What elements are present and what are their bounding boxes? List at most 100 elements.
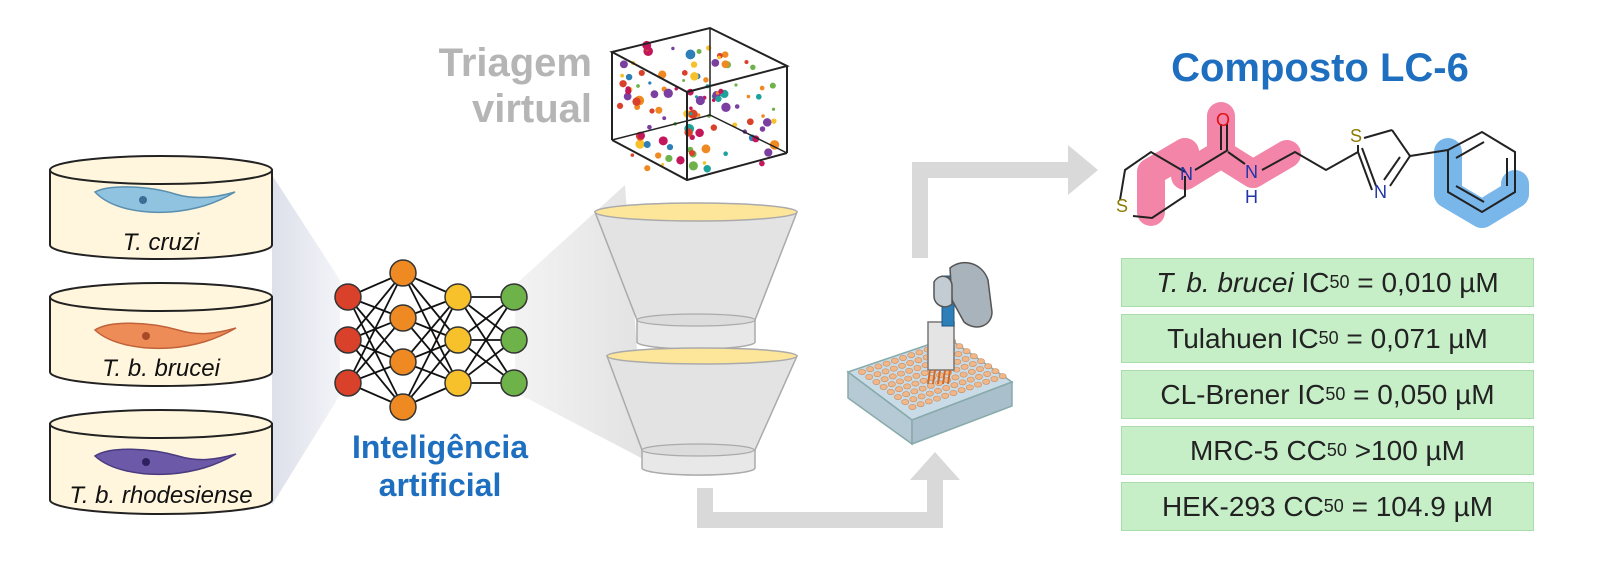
- plate-well: [911, 380, 920, 387]
- result-prefix: HEK-293: [1161, 490, 1276, 522]
- result-value: = 104.9 µM: [1343, 490, 1494, 522]
- plate-well: [942, 385, 951, 391]
- plate-well: [983, 371, 992, 377]
- molecule-dot: [755, 93, 762, 100]
- molecule-dot: [746, 118, 754, 126]
- result-subscript: 50: [1323, 496, 1344, 516]
- molecule-dot: [759, 126, 766, 132]
- plate-well: [914, 357, 923, 364]
- plate-well: [917, 393, 926, 400]
- arrow-to-compound: [912, 145, 1098, 258]
- molecule-dot: [746, 94, 751, 99]
- plate-well: [910, 388, 919, 395]
- plate-well: [888, 373, 897, 380]
- atom-o: O: [1216, 110, 1230, 130]
- plate-well: [990, 376, 999, 382]
- virtual-screening-label: Triagem virtual: [392, 40, 592, 132]
- result-subscript: 50: [1325, 384, 1346, 404]
- virtual-screening-line2: virtual: [471, 87, 592, 131]
- molecule-dot: [721, 102, 731, 113]
- molecule-dot: [723, 151, 728, 157]
- plate-well: [903, 383, 912, 390]
- plate-well: [907, 352, 916, 359]
- molecule-dot: [635, 139, 645, 149]
- plate-well: [991, 368, 1000, 375]
- plate-well: [977, 358, 985, 365]
- result-subscript: 50: [1318, 328, 1339, 348]
- dish-label-t-b-rhodesiense: T. b. rhodesiense: [69, 482, 253, 509]
- nn-node: [334, 326, 362, 354]
- atom-n-ring: N: [1180, 164, 1193, 184]
- plate-well: [889, 365, 898, 372]
- molecule-dot: [643, 140, 651, 149]
- funnel-icon: [593, 202, 799, 350]
- result-prefix: Tulahuen: [1167, 322, 1283, 354]
- atom-h-amide: H: [1245, 187, 1258, 207]
- plate-well: [958, 379, 967, 386]
- molecule-dot: [625, 73, 633, 81]
- dish-label-t-b-brucei: T. b. brucei: [102, 355, 220, 382]
- molecule-dot: [696, 49, 702, 54]
- plate-well: [865, 374, 874, 380]
- molecule-dot: [616, 102, 624, 110]
- molecule-dot: [771, 107, 776, 111]
- molecule-dot: [625, 86, 631, 92]
- plate-well: [874, 363, 883, 370]
- nn-node: [500, 326, 528, 354]
- result-metric: IC: [1297, 378, 1326, 410]
- plate-well: [908, 404, 917, 410]
- plate-well: [984, 363, 993, 370]
- parasite-icon: [93, 322, 237, 350]
- plate-well: [915, 349, 924, 356]
- molecule-dot: [711, 59, 720, 67]
- molecule-dot: [695, 95, 705, 106]
- plate-well: [906, 360, 915, 366]
- molecule-dot: [703, 165, 711, 173]
- plate-well: [962, 348, 971, 355]
- dish-t-cruzi: [49, 155, 273, 260]
- plate-well: [975, 373, 983, 380]
- plate-well: [912, 372, 921, 379]
- molecule-dot: [762, 118, 772, 127]
- result-value: >100 µM: [1346, 434, 1466, 466]
- ai-label-line2: artificial: [378, 467, 502, 503]
- plate-well: [896, 378, 904, 385]
- molecule-dot: [671, 46, 675, 51]
- nn-node: [444, 369, 472, 397]
- molecule-dot: [663, 88, 673, 98]
- plate-well: [886, 389, 895, 395]
- molecule-dot: [703, 77, 709, 83]
- plate-well: [982, 378, 991, 385]
- result-value: = 0,050 µM: [1345, 378, 1495, 410]
- plate-well: [901, 399, 910, 405]
- molecule-dot: [661, 163, 665, 167]
- plate-well: [941, 392, 950, 399]
- molecule-dot: [636, 84, 640, 88]
- plate-well: [872, 379, 881, 385]
- molecule-dot: [689, 112, 693, 116]
- plate-well: [920, 370, 929, 376]
- molecule-dot: [630, 153, 635, 157]
- plate-well: [918, 385, 927, 392]
- left-fan-shadow: [272, 175, 340, 505]
- result-subscript: 50: [1326, 440, 1347, 460]
- molecule-dot: [690, 61, 698, 68]
- result-metric: CC: [1283, 490, 1324, 522]
- plate-well: [926, 382, 935, 389]
- phenyl-highlight: [1434, 138, 1529, 228]
- molecule-dot: [666, 144, 674, 151]
- plate-well: [919, 377, 928, 384]
- molecule-dot: [710, 124, 718, 131]
- molecule-dot: [647, 124, 652, 130]
- molecule-dot: [632, 97, 641, 106]
- result-prefix: MRC-5: [1189, 434, 1279, 466]
- plate-well: [954, 351, 963, 357]
- nn-node: [389, 304, 417, 332]
- plate-well: [924, 398, 933, 405]
- atom-n-thiazole: N: [1374, 182, 1387, 202]
- molecule-dot: [721, 51, 729, 58]
- molecule-dot: [623, 92, 632, 101]
- nn-node: [389, 259, 417, 287]
